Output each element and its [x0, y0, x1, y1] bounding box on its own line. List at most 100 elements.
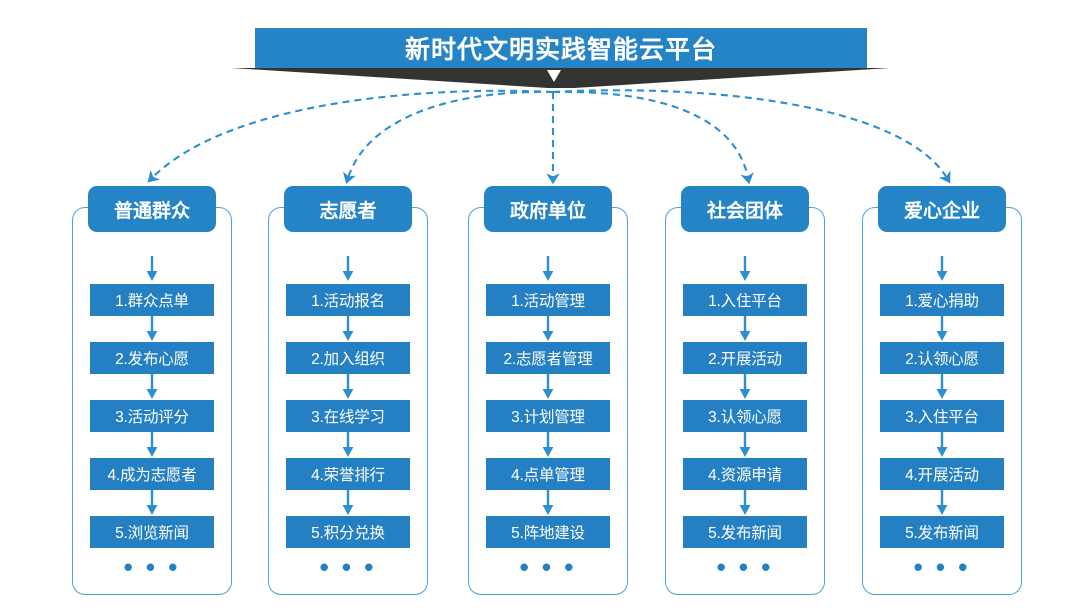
down-arrow-icon: [146, 432, 158, 457]
down-arrow-icon: [146, 256, 158, 281]
flow-item[interactable]: 2.认领心愿: [880, 342, 1004, 374]
flow-item-label: 1.入住平台: [708, 293, 782, 310]
flow-item[interactable]: 5.积分兑换: [286, 516, 410, 548]
flow-item[interactable]: 5.阵地建设: [486, 516, 610, 548]
down-arrow-icon: [342, 432, 354, 457]
down-arrow-icon: [146, 374, 158, 399]
flow-item-label: 5.发布新闻: [708, 525, 782, 542]
flow-item-label: 3.活动评分: [115, 409, 189, 426]
overflow-dots[interactable]: • • •: [716, 552, 774, 582]
column-2: 志愿者 1.活动报名 2.加入组织 3.在线学习 4.荣誉排行 5.积分兑换 • • •: [268, 186, 428, 595]
flow-item-label: 2.加入组织: [311, 351, 385, 368]
column-title: 社会团体: [706, 200, 783, 222]
chevron-down-icon: [547, 70, 561, 82]
column-header[interactable]: 社会团体: [681, 186, 809, 232]
down-arrow-icon: [739, 316, 751, 341]
flow-item-label: 5.积分兑换: [311, 525, 385, 542]
flow-item[interactable]: 3.计划管理: [486, 400, 610, 432]
flow-item[interactable]: 5.发布新闻: [880, 516, 1004, 548]
column-header[interactable]: 普通群众: [88, 186, 216, 232]
flow-item-label: 3.计划管理: [511, 409, 585, 426]
flow-item-label: 2.发布心愿: [115, 351, 189, 368]
down-arrow-icon: [936, 432, 948, 457]
flow-item-label: 5.发布新闻: [905, 525, 979, 542]
flow-item[interactable]: 4.点单管理: [486, 458, 610, 490]
flow-item-label: 4.点单管理: [511, 467, 585, 484]
overflow-dots[interactable]: • • •: [519, 552, 577, 582]
flow-item[interactable]: 5.浏览新闻: [90, 516, 214, 548]
column-items: 1.爱心捐助 2.认领心愿 3.入住平台 4.开展活动 5.发布新闻 • • •: [863, 254, 1021, 582]
flow-item[interactable]: 2.加入组织: [286, 342, 410, 374]
flow-item[interactable]: 3.入住平台: [880, 400, 1004, 432]
flow-item[interactable]: 4.成为志愿者: [90, 458, 214, 490]
flow-item-label: 5.浏览新闻: [115, 525, 189, 542]
flow-item-label: 2.开展活动: [708, 351, 782, 368]
flow-item-label: 2.志愿者管理: [503, 351, 593, 368]
column-header[interactable]: 志愿者: [284, 186, 412, 232]
flow-item-label: 3.认领心愿: [708, 409, 782, 426]
flow-item-label: 5.阵地建设: [511, 525, 585, 542]
down-arrow-icon: [936, 256, 948, 281]
down-arrow-icon: [542, 374, 554, 399]
platform-title-banner: 新时代文明实践智能云平台: [255, 28, 867, 68]
down-arrow-icon: [146, 316, 158, 341]
flow-item[interactable]: 3.认领心愿: [683, 400, 807, 432]
flow-item[interactable]: 1.入住平台: [683, 284, 807, 316]
flow-item[interactable]: 2.开展活动: [683, 342, 807, 374]
column-3: 政府单位 1.活动管理 2.志愿者管理 3.计划管理 4.点单管理 5.阵地建设 • • •: [468, 186, 628, 595]
flow-item[interactable]: 4.资源申请: [683, 458, 807, 490]
flow-item-label: 1.爱心捐助: [905, 293, 979, 310]
flow-item-label: 1.活动管理: [511, 293, 585, 310]
flow-item[interactable]: 3.活动评分: [90, 400, 214, 432]
down-arrow-icon: [342, 316, 354, 341]
down-arrow-icon: [542, 316, 554, 341]
down-arrow-icon: [342, 490, 354, 515]
column-items: 1.活动报名 2.加入组织 3.在线学习 4.荣誉排行 5.积分兑换 • • •: [269, 254, 427, 582]
flow-item[interactable]: 4.荣誉排行: [286, 458, 410, 490]
down-arrow-icon: [542, 256, 554, 281]
flow-item-label: 4.成为志愿者: [107, 467, 197, 484]
column-items: 1.活动管理 2.志愿者管理 3.计划管理 4.点单管理 5.阵地建设 • • •: [469, 254, 627, 582]
flow-item[interactable]: 3.在线学习: [286, 400, 410, 432]
flow-item[interactable]: 2.志愿者管理: [486, 342, 610, 374]
down-arrow-icon: [936, 490, 948, 515]
down-arrow-icon: [342, 256, 354, 281]
column-title: 普通群众: [113, 200, 190, 222]
flow-item-label: 1.群众点单: [115, 293, 189, 310]
flow-item[interactable]: 1.爱心捐助: [880, 284, 1004, 316]
banner-ribbon: [232, 68, 890, 88]
flow-item-label: 3.入住平台: [905, 409, 979, 426]
flow-item[interactable]: 1.群众点单: [90, 284, 214, 316]
flow-item[interactable]: 1.活动管理: [486, 284, 610, 316]
flow-item[interactable]: 5.发布新闻: [683, 516, 807, 548]
flow-item-label: 4.开展活动: [905, 467, 979, 484]
column-title: 政府单位: [509, 200, 586, 222]
column-1: 普通群众 1.群众点单 2.发布心愿 3.活动评分 4.成为志愿者 5.浏览新闻 • • •: [72, 186, 232, 595]
column-header[interactable]: 爱心企业: [878, 186, 1006, 232]
overflow-dots[interactable]: • • •: [319, 552, 377, 582]
column-items: 1.入住平台 2.开展活动 3.认领心愿 4.资源申请 5.发布新闻 • • •: [666, 254, 824, 582]
flow-item-label: 4.资源申请: [708, 467, 782, 484]
flow-item[interactable]: 1.活动报名: [286, 284, 410, 316]
down-arrow-icon: [936, 316, 948, 341]
column-header[interactable]: 政府单位: [484, 186, 612, 232]
flow-item-label: 4.荣誉排行: [311, 467, 385, 484]
overflow-dots[interactable]: • • •: [123, 552, 181, 582]
column-4: 社会团体 1.入住平台 2.开展活动 3.认领心愿 4.资源申请 5.发布新闻 • • •: [665, 186, 825, 595]
flow-item[interactable]: 2.发布心愿: [90, 342, 214, 374]
down-arrow-icon: [342, 374, 354, 399]
overflow-dots[interactable]: • • •: [913, 552, 971, 582]
down-arrow-icon: [739, 432, 751, 457]
down-arrow-icon: [936, 374, 948, 399]
down-arrow-icon: [739, 490, 751, 515]
flow-item-label: 1.活动报名: [311, 293, 385, 310]
flow-item-label: 3.在线学习: [311, 409, 385, 426]
down-arrow-icon: [146, 490, 158, 515]
column-title: 爱心企业: [903, 200, 980, 222]
down-arrow-icon: [739, 256, 751, 281]
down-arrow-icon: [542, 432, 554, 457]
flow-item[interactable]: 4.开展活动: [880, 458, 1004, 490]
flow-item-label: 2.认领心愿: [905, 351, 979, 368]
down-arrow-icon: [542, 490, 554, 515]
